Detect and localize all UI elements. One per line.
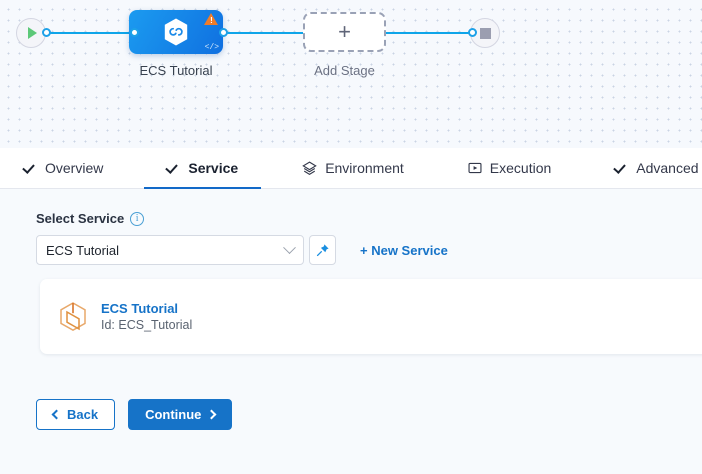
stage-node-input-port[interactable] xyxy=(130,28,139,37)
pin-icon xyxy=(316,244,329,257)
play-box-icon xyxy=(468,162,482,174)
chevron-left-icon xyxy=(51,409,62,420)
back-button-label: Back xyxy=(67,407,99,422)
tab-environment[interactable]: Environment xyxy=(296,148,410,189)
service-card-text: ECS Tutorial Id: ECS_Tutorial xyxy=(101,301,192,332)
select-service-row: ECS Tutorial + New Service xyxy=(36,235,702,265)
connector-wire-add-to-end xyxy=(386,32,474,34)
tab-overview[interactable]: Overview xyxy=(18,148,109,189)
stage-node-label: ECS Tutorial xyxy=(139,63,213,78)
warning-exclamation: ! xyxy=(210,16,213,25)
cube-icon xyxy=(60,301,86,331)
add-stage-button[interactable]: + xyxy=(303,12,386,52)
tab-advanced[interactable]: Advanced xyxy=(609,148,702,189)
end-node-input-port[interactable] xyxy=(468,28,477,37)
stage-node-ecs-tutorial[interactable]: ! </> xyxy=(129,10,223,54)
step-footer: Back Continue xyxy=(36,399,702,430)
tab-overview-label: Overview xyxy=(45,160,104,176)
pipeline-canvas[interactable]: ! </> ECS Tutorial + Add Stage xyxy=(0,0,702,148)
chevron-down-icon xyxy=(283,240,296,254)
add-stage-label: Add Stage xyxy=(314,63,375,78)
chevron-right-icon xyxy=(206,409,217,420)
stage-node-output-port[interactable] xyxy=(219,28,228,37)
tab-service[interactable]: Service xyxy=(144,148,261,190)
start-node-output-port[interactable] xyxy=(42,28,51,37)
tab-execution-label: Execution xyxy=(489,160,552,176)
service-select-value: ECS Tutorial xyxy=(46,242,119,258)
continue-button[interactable]: Continue xyxy=(128,399,233,430)
info-icon[interactable]: i xyxy=(130,211,145,226)
service-card-title[interactable]: ECS Tutorial xyxy=(101,301,179,316)
pipeline-start-node[interactable] xyxy=(16,18,46,48)
tab-execution[interactable]: Execution xyxy=(462,148,557,189)
check-icon xyxy=(24,162,37,175)
select-service-label-row: Select Service i xyxy=(36,211,702,226)
tab-advanced-label: Advanced xyxy=(636,160,699,176)
warning-triangle-icon xyxy=(204,13,218,25)
tab-service-label: Service xyxy=(188,160,239,176)
check-icon xyxy=(167,162,180,175)
new-service-button[interactable]: + New Service xyxy=(360,242,448,258)
play-icon xyxy=(28,27,37,39)
pin-service-button[interactable] xyxy=(309,235,336,265)
check-icon xyxy=(615,162,628,175)
service-summary-card[interactable]: ECS Tutorial Id: ECS_Tutorial xyxy=(40,279,702,354)
step-tab-bar: Overview Service Environment Execution A… xyxy=(0,148,702,190)
plus-icon: + xyxy=(338,19,351,44)
continue-button-label: Continue xyxy=(145,407,202,422)
connector-wire-stage-to-add xyxy=(224,32,304,34)
service-step-panel: Select Service i ECS Tutorial + New Serv… xyxy=(0,189,702,474)
hexagon-loop-icon xyxy=(164,18,188,46)
code-brackets-icon[interactable]: </> xyxy=(204,43,219,52)
service-select-dropdown[interactable]: ECS Tutorial xyxy=(36,235,304,265)
service-card-id: Id: ECS_Tutorial xyxy=(101,318,193,332)
stop-square-icon xyxy=(479,27,491,39)
connector-wire-start-to-stage xyxy=(45,32,135,34)
back-button[interactable]: Back xyxy=(36,399,116,430)
layers-icon xyxy=(302,160,317,175)
select-service-label: Select Service xyxy=(36,211,125,226)
tab-environment-label: Environment xyxy=(325,160,404,176)
